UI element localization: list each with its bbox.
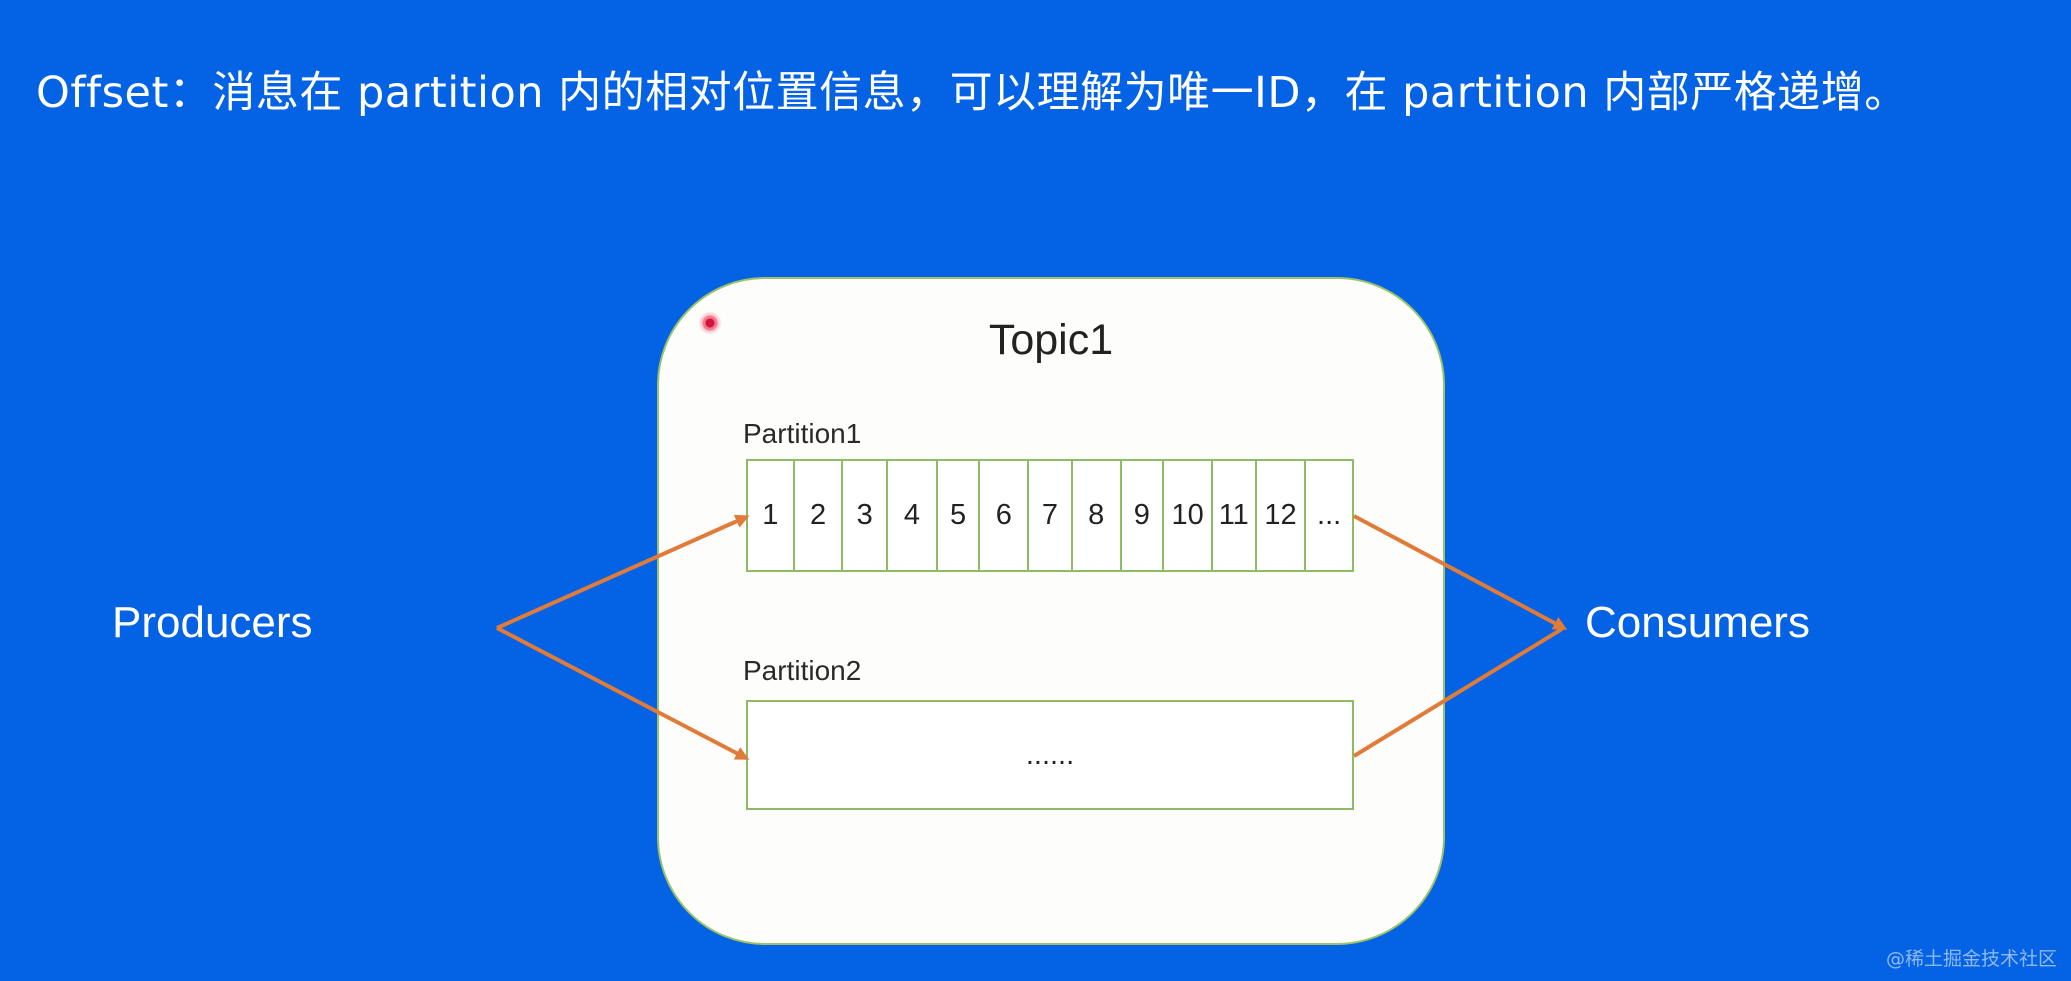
offset-cell: 11 [1213,461,1257,570]
offset-cell: 5 [938,461,981,570]
offset-cell: 2 [795,461,844,570]
producer-arrows [496,514,750,760]
offset-cell: 10 [1164,461,1213,570]
offset-cell: 1 [748,461,795,570]
watermark: @稀土掘金技术社区 [1885,948,2057,970]
offset-cell: 4 [888,461,938,570]
partition1-label: Partition1 [743,418,862,449]
partition2-log: ...... [746,700,1354,810]
offset-cell: 7 [1029,461,1073,570]
partition1-log: 1 2 3 4 5 6 7 8 9 10 11 12 ... [746,459,1354,572]
producers-label: Producers [112,598,313,647]
offset-cell: 9 [1122,461,1165,570]
consumers-label: Consumers [1585,598,1810,647]
consumer-arrows [1352,514,1568,758]
topic-container [657,277,1445,945]
offset-cell: 3 [843,461,889,570]
laser-pointer-icon [698,311,722,335]
slide-headline: Offset：消息在 partition 内的相对位置信息，可以理解为唯一ID，… [36,68,1908,118]
topic-title: Topic1 [988,316,1114,364]
offset-cell: 12 [1257,461,1307,570]
offset-cell: 6 [980,461,1030,570]
offset-cell: 8 [1073,461,1122,570]
offset-cell-ellipsis: ... [1317,499,1342,531]
partition2-ellipsis: ...... [1025,738,1075,771]
partition2-label: Partition2 [743,655,862,686]
